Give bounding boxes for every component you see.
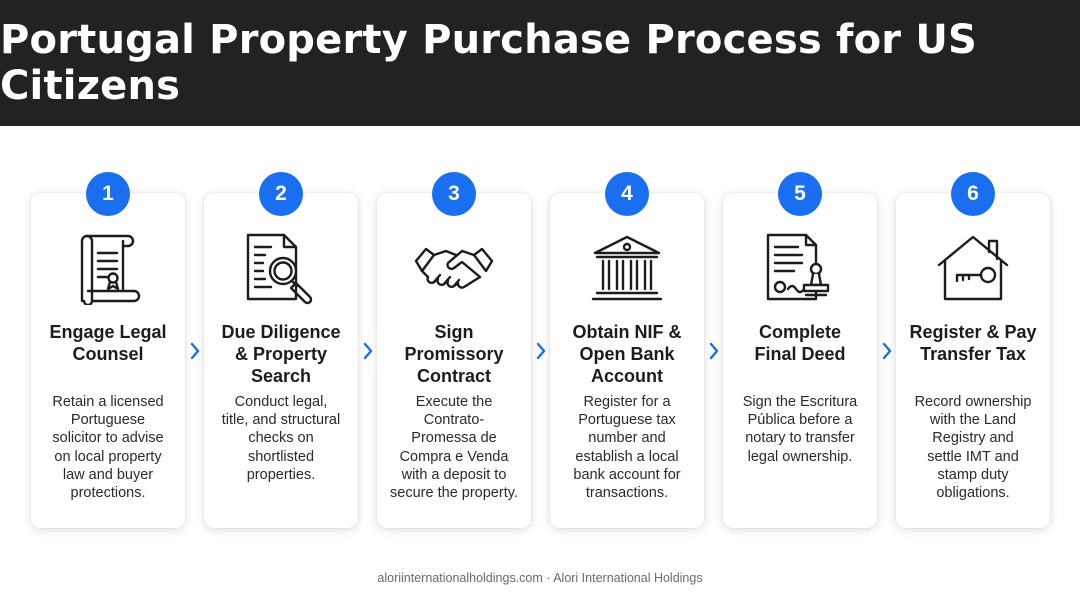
step-1-desc-line: on local property — [54, 448, 162, 465]
step-1-desc-line: Retain a licensed — [52, 394, 164, 410]
step-6-desc-line: stamp duty — [937, 466, 1009, 483]
chevron-right-icon — [534, 340, 548, 362]
step-2-desc-line: properties. — [246, 466, 316, 483]
step-5-card: Complete Final Deed Sign the Escritura P… — [723, 193, 877, 528]
step-1-number-badge: 1 — [86, 172, 130, 216]
step-2-title: Due Diligence & Property Search — [208, 321, 354, 387]
deed-stamp-icon — [760, 233, 840, 305]
step-2-desc-line: shortlisted — [247, 448, 315, 465]
chevron-right-icon — [361, 340, 375, 362]
handshake-icon — [414, 233, 494, 305]
step-5-desc-line: Pública before a — [747, 412, 853, 429]
step-4-description: Register for a Portuguese tax number and… — [556, 393, 698, 502]
step-3-card: Sign Promissory Contract Execute the Con… — [377, 193, 531, 528]
step-6-title-line: Register & Pay — [909, 322, 1037, 342]
step-6-desc-line: settle IMT and — [927, 448, 1019, 465]
step-1-description: Retain a licensed Portuguese solicitor t… — [37, 393, 179, 502]
step-6-title: Register & Pay Transfer Tax — [900, 321, 1046, 365]
step-3-number-badge: 3 — [432, 172, 476, 216]
bank-building-icon — [587, 233, 667, 305]
step-4-title: Obtain NIF & Open Bank Account — [554, 321, 700, 387]
step-3-desc-line: secure the property. — [390, 485, 518, 502]
step-6-desc-line: with the Land — [929, 412, 1017, 429]
step-2-desc-line: title, and structural — [221, 412, 341, 429]
step-6-number-badge: 6 — [951, 172, 995, 216]
step-2-card: Due Diligence & Property Search Conduct … — [204, 193, 358, 528]
step-2-desc-line: Conduct legal, — [234, 394, 328, 410]
step-3-desc-line: with a deposit to — [401, 466, 507, 483]
step-6-title-line: Transfer Tax — [920, 344, 1026, 364]
house-key-icon — [933, 233, 1013, 305]
step-5-title-line: Complete — [758, 322, 841, 342]
step-2-desc-line: checks on — [248, 430, 314, 447]
step-6-desc-line: obligations. — [936, 485, 1010, 502]
step-4-title-line: Open Bank — [579, 344, 675, 364]
step-2-title-line: Search — [250, 366, 312, 386]
step-2-number-badge: 2 — [259, 172, 303, 216]
step-3-description: Execute the Contrato- Promessa de Compra… — [383, 393, 525, 502]
step-3-desc-line: Promessa de — [411, 430, 497, 447]
document-magnifier-icon — [241, 233, 321, 305]
step-4-title-line: Obtain NIF & — [572, 322, 682, 342]
footer-credit: aloriinternationalholdings.com · Alori I… — [377, 571, 703, 585]
step-1-title-line: Counsel — [72, 344, 144, 364]
step-3-title: Sign Promissory Contract — [381, 321, 527, 387]
step-1-title-line: Engage Legal — [49, 322, 167, 342]
step-5-description: Sign the Escritura Pública before a nota… — [729, 393, 871, 466]
step-5-title-line: Final Deed — [754, 344, 846, 364]
step-4-title-line: Account — [591, 366, 663, 386]
page-title: Portugal Property Purchase Process for U… — [0, 17, 978, 109]
step-2-description: Conduct legal, title, and structural che… — [210, 393, 352, 484]
step-5-number-badge: 5 — [778, 172, 822, 216]
step-1-title: Engage Legal Counsel — [35, 321, 181, 365]
step-3-desc-line: Contrato- — [423, 412, 485, 429]
step-1-desc-line: law and buyer — [62, 466, 154, 483]
step-3-desc-line: Compra e Venda — [399, 448, 509, 465]
chevron-right-icon — [880, 340, 894, 362]
step-6-description: Record ownership with the Land Registry … — [902, 393, 1044, 502]
step-4-card: Obtain NIF & Open Bank Account Register … — [550, 193, 704, 528]
step-1-desc-line: solicitor to advise — [52, 430, 164, 447]
step-6-desc-line: Record ownership — [914, 394, 1032, 410]
step-3-title-line: Contract — [416, 366, 491, 386]
step-4-desc-line: Portuguese tax — [578, 412, 676, 429]
step-6-card: Register & Pay Transfer Tax Record owner… — [896, 193, 1050, 528]
step-3-desc-line: Execute the — [415, 394, 493, 410]
step-3-title-line: Promissory — [404, 344, 504, 364]
step-4-desc-line: bank account for — [573, 466, 681, 483]
step-2-title-line: Due Diligence — [221, 322, 341, 342]
step-1-desc-line: Portuguese — [70, 412, 146, 429]
chevron-right-icon — [188, 340, 202, 362]
step-5-desc-line: notary to transfer — [745, 430, 855, 447]
scroll-document-icon — [68, 233, 148, 307]
step-5-desc-line: legal ownership. — [747, 448, 853, 465]
step-4-desc-line: number and — [588, 430, 666, 447]
step-6-desc-line: Registry and — [932, 430, 1014, 447]
step-4-number-badge: 4 — [605, 172, 649, 216]
header-banner: Portugal Property Purchase Process for U… — [0, 0, 1080, 126]
step-2-title-line: & Property — [234, 344, 328, 364]
step-1-card: Engage Legal Counsel Retain a licensed P… — [31, 193, 185, 528]
step-4-desc-line: establish a local — [575, 448, 679, 465]
step-5-desc-line: Sign the Escritura — [742, 394, 858, 410]
step-4-desc-line: Register for a — [583, 394, 671, 410]
chevron-right-icon — [707, 340, 721, 362]
step-1-desc-line: protections. — [70, 485, 146, 502]
step-4-desc-line: transactions. — [585, 485, 669, 502]
step-5-title: Complete Final Deed — [727, 321, 873, 365]
step-3-title-line: Sign — [434, 322, 474, 342]
